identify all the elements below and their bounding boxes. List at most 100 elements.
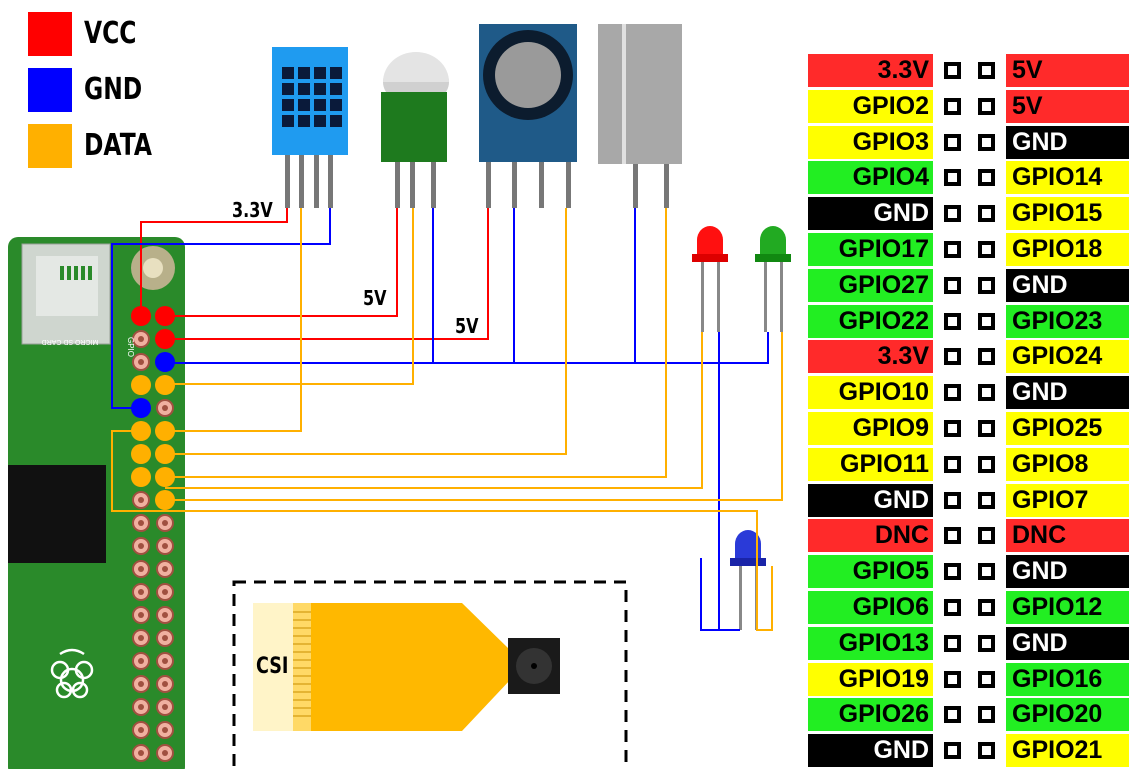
header-pin-hole [162,566,168,572]
header-pin [131,444,151,464]
gpio-header-pins [131,306,175,762]
board-sd-label: MICRO SD CARD [42,338,99,345]
camera-module [232,580,628,769]
legend-label-vcc: VCC [84,16,137,51]
gpio-right-label: GND [1006,626,1129,660]
gpio-left-label: GND [808,734,933,768]
gpio-left-label: GPIO22 [808,304,933,338]
gpio-right-label: DNC [1006,519,1129,553]
pin-square [978,133,995,151]
header-pin-hole [162,658,168,664]
gpio-left-label: GPIO5 [808,555,933,589]
pin-square [944,384,961,402]
gpio-right-label: GPIO8 [1006,447,1129,481]
pin-square [978,62,995,79]
pin-square [944,742,961,760]
gpio-row: GPIO22 GPIO23 [808,304,1129,339]
gpio-left-label: GND [808,197,933,231]
gpio-left-label: GPIO19 [808,662,933,696]
header-pin-hole [138,336,144,342]
gpio-right-label: 5V [1006,54,1129,87]
header-pin-hole [162,681,168,687]
csi-label: CSI [256,654,289,679]
legend-swatch-data [28,124,72,168]
data-wires [111,208,783,631]
pin-square [978,563,995,581]
header-pin-hole [138,497,144,503]
gpio-right-label: GPIO14 [1006,161,1129,195]
pin-square [944,241,961,258]
pin-square [978,742,995,760]
gpio-right-label: GPIO16 [1006,662,1129,696]
pin-square [944,706,961,724]
label-pir-vcc: 5V [363,286,387,310]
dht-sensor [272,47,348,208]
blue-led [730,530,766,630]
pin-square [944,563,961,581]
pin-square [944,312,961,330]
pin-square [944,169,961,187]
sound-sensor [479,24,577,208]
gpio-left-label: GPIO11 [808,447,933,481]
header-pin-hole [138,750,144,756]
label-sound-vcc: 5V [455,314,479,338]
header-pin-hole [138,704,144,710]
pir-sensor [381,52,449,208]
header-pin-hole [162,750,168,756]
pin-square [978,348,995,366]
header-pin [131,375,151,395]
header-pin-hole [138,727,144,733]
pin-square [978,527,995,545]
header-pin-hole [138,520,144,526]
pin-square [944,97,961,115]
pin-square [978,634,995,652]
gpio-left-label: GPIO26 [808,698,933,732]
gpio-left-label: 3.3V [808,340,933,374]
gpio-right-label: GPIO23 [1006,304,1129,338]
legend-swatch-gnd [28,68,72,112]
pin-square [944,133,961,151]
header-pin-hole [138,543,144,549]
header-pin [131,467,151,487]
gpio-left-label: GND [808,483,933,517]
pin-square [978,420,995,437]
gpio-row: GPIO19 GPIO16 [808,662,1129,697]
header-pin-hole [138,589,144,595]
header-pin-hole [138,635,144,641]
header-pin-hole [138,359,144,365]
board-gpio-label: GPIO [126,337,135,357]
gpio-right-label: GPIO25 [1006,412,1129,445]
gpio-left-label: 3.3V [808,54,933,87]
pin-square [978,384,995,402]
legend-label-data: DATA [84,128,152,163]
gpio-right-label: GPIO18 [1006,233,1129,266]
pin-square [944,599,961,616]
header-pin-hole [162,589,168,595]
gpio-row: GPIO9 GPIO25 [808,412,1129,446]
pin-square [944,205,961,223]
legend-swatch-vcc [28,12,72,56]
gpio-right-label: 5V [1006,89,1129,123]
pin-square [944,62,961,79]
pin-square [978,670,995,688]
gpio-left-label: DNC [808,519,933,553]
gpio-left-label: GPIO9 [808,412,933,445]
pin-square [944,420,961,437]
pin-square [944,527,961,545]
pin-square [978,312,995,330]
gpio-row: DNC DNC [808,519,1129,553]
header-pin-hole [162,635,168,641]
gpio-right-label: GPIO7 [1006,483,1129,517]
pin-square [944,455,961,473]
gpio-row: GPIO11 GPIO8 [808,447,1129,482]
header-pin-hole [162,520,168,526]
header-pin-hole [162,612,168,618]
header-pin-hole [138,681,144,687]
header-pin-hole [138,566,144,572]
